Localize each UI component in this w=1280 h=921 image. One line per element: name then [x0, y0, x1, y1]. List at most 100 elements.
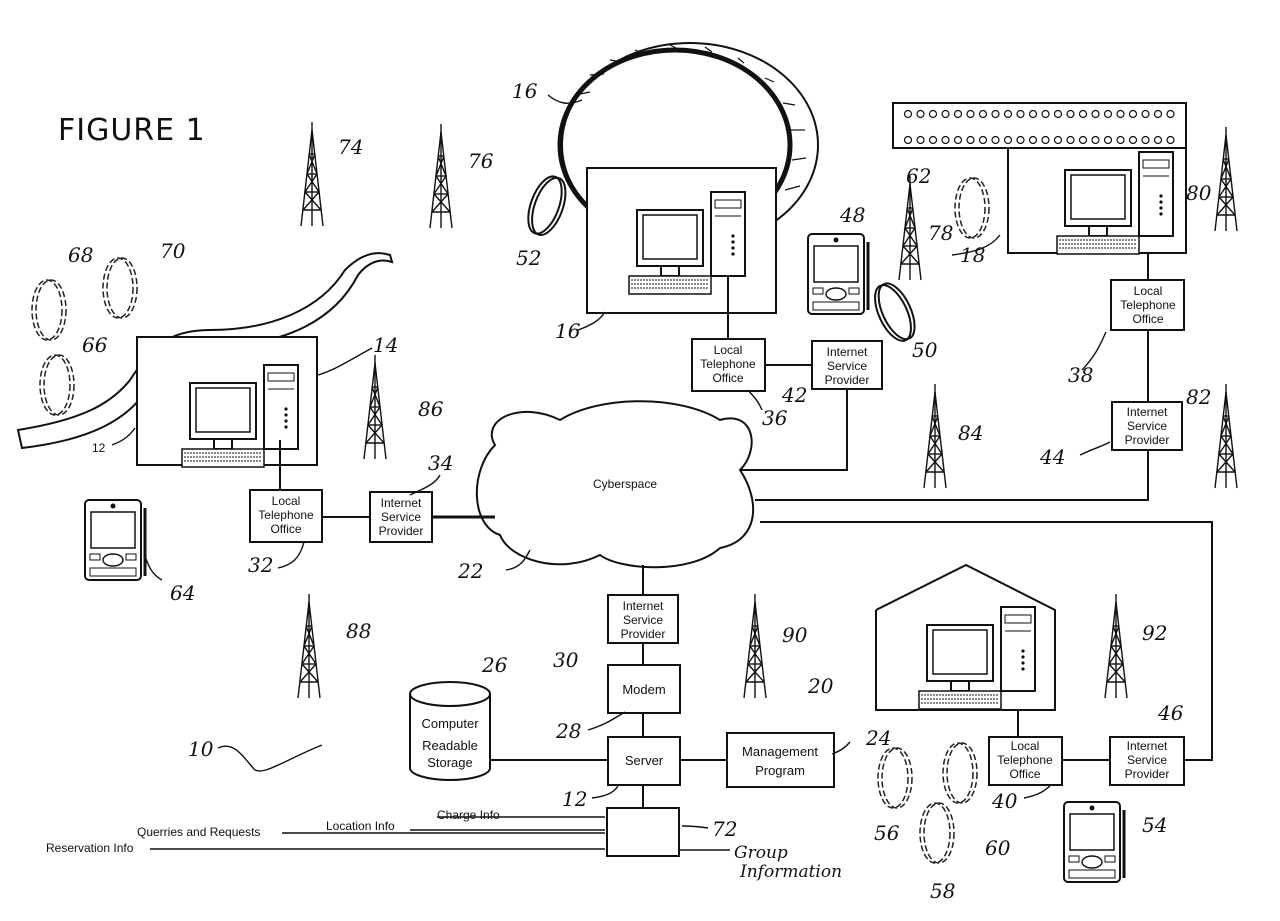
- window-dot: [978, 109, 988, 119]
- svg-text:16: 16: [555, 319, 581, 343]
- svg-text:44: 44: [1039, 445, 1065, 469]
- window-dot: [1116, 109, 1125, 119]
- svg-text:84: 84: [958, 421, 983, 445]
- svg-text:64: 64: [170, 581, 195, 605]
- svg-text:Office: Office: [1009, 767, 1040, 781]
- stadium-icon-16: [557, 42, 819, 314]
- window-dot: [941, 109, 950, 119]
- svg-text:16: 16: [512, 79, 538, 103]
- svg-text:82: 82: [1186, 385, 1211, 409]
- svg-text:86: 86: [418, 397, 444, 421]
- input-queries: Querries and Requests: [137, 825, 260, 839]
- svg-text:40: 40: [991, 789, 1018, 813]
- box-modem: Modem: [607, 664, 681, 714]
- svg-text:70: 70: [160, 239, 186, 263]
- svg-text:Office: Office: [1132, 312, 1163, 326]
- svg-text:32: 32: [248, 553, 273, 577]
- svg-text:Computer: Computer: [421, 716, 479, 731]
- svg-text:Provider: Provider: [1125, 767, 1170, 781]
- tower-icon-78: [898, 175, 922, 281]
- svg-text:58: 58: [930, 879, 955, 903]
- window-dot: [1141, 135, 1150, 145]
- tower-icon-90: [743, 593, 767, 699]
- svg-text:28: 28: [555, 719, 581, 743]
- window-dot: [916, 109, 925, 119]
- box-isp-30: Internet Service Provider: [607, 594, 679, 644]
- connection-lines: [150, 253, 1213, 851]
- svg-text:Telephone: Telephone: [997, 753, 1053, 767]
- svg-text:Service: Service: [381, 510, 421, 524]
- box-management: Management Program: [726, 732, 835, 788]
- window-dot: [941, 135, 950, 145]
- cloud-label: Cyberspace: [593, 477, 657, 491]
- window-dot: [1003, 109, 1013, 119]
- svg-text:18: 18: [960, 243, 985, 267]
- svg-text:66: 66: [82, 333, 108, 357]
- svg-text:Telephone: Telephone: [700, 357, 756, 371]
- ring-icon-50: [866, 277, 923, 348]
- svg-text:Server: Server: [625, 753, 664, 768]
- svg-text:30: 30: [553, 648, 579, 672]
- svg-text:Service: Service: [1127, 753, 1167, 767]
- svg-text:14: 14: [373, 333, 398, 357]
- svg-text:Provider: Provider: [1125, 433, 1170, 447]
- svg-text:Local: Local: [1134, 284, 1163, 298]
- input-group-line2: Information: [739, 862, 842, 882]
- tower-icon-88: [297, 593, 321, 699]
- window-dot: [1166, 109, 1175, 119]
- window-dot: [991, 135, 1000, 145]
- svg-text:74: 74: [338, 135, 363, 159]
- svg-text:52: 52: [516, 246, 541, 270]
- window-dot: [1103, 109, 1113, 119]
- ring-icon-68: [31, 279, 67, 341]
- svg-text:Readable: Readable: [422, 738, 478, 753]
- svg-text:48: 48: [839, 203, 865, 227]
- ring-icon-62: [954, 177, 990, 239]
- svg-text:Provider: Provider: [621, 627, 666, 641]
- svg-text:Modem: Modem: [622, 682, 665, 697]
- svg-text:54: 54: [1142, 813, 1167, 837]
- svg-text:88: 88: [346, 619, 371, 643]
- box-server: Server: [607, 736, 681, 786]
- window-dot: [1141, 109, 1150, 119]
- svg-text:Telephone: Telephone: [258, 508, 314, 522]
- svg-text:Storage: Storage: [427, 755, 473, 770]
- svg-text:Provider: Provider: [825, 373, 870, 387]
- svg-text:20: 20: [807, 674, 834, 698]
- box-lto-36: Local Telephone Office: [691, 338, 766, 392]
- svg-text:38: 38: [1068, 363, 1093, 387]
- svg-text:Management: Management: [742, 744, 818, 759]
- window-dot: [1053, 135, 1063, 145]
- window-dot: [903, 135, 913, 145]
- box-lto-38: Local Telephone Office: [1110, 279, 1185, 331]
- window-dot: [903, 109, 913, 119]
- svg-text:78: 78: [928, 221, 953, 245]
- svg-text:62: 62: [906, 164, 931, 188]
- svg-text:Provider: Provider: [379, 524, 424, 538]
- window-dot: [966, 135, 975, 145]
- svg-text:Office: Office: [270, 522, 301, 536]
- window-dot: [1041, 135, 1050, 145]
- svg-text:92: 92: [1142, 621, 1167, 645]
- computer-icon-18: [1056, 151, 1174, 255]
- window-dot: [928, 109, 938, 119]
- window-dot: [1103, 135, 1113, 145]
- window-dot: [1066, 109, 1075, 119]
- building-icon-18: [892, 102, 1187, 254]
- svg-text:Local: Local: [714, 343, 743, 357]
- window-dot: [1053, 109, 1063, 119]
- box-lto-40: Local Telephone Office: [988, 736, 1063, 786]
- svg-text:68: 68: [68, 243, 93, 267]
- svg-text:Service: Service: [623, 613, 663, 627]
- window-dot: [1078, 109, 1088, 119]
- tower-icon-86: [363, 354, 387, 460]
- window-dot: [966, 109, 975, 119]
- tower-icon-92: [1104, 593, 1128, 699]
- input-charge-info: Charge Info: [437, 808, 500, 822]
- tower-icon-80: [1214, 126, 1238, 232]
- svg-text:42: 42: [781, 383, 807, 407]
- input-location-info: Location Info: [326, 819, 395, 833]
- svg-text:Office: Office: [712, 371, 743, 385]
- box-lto-32: Local Telephone Office: [249, 489, 323, 543]
